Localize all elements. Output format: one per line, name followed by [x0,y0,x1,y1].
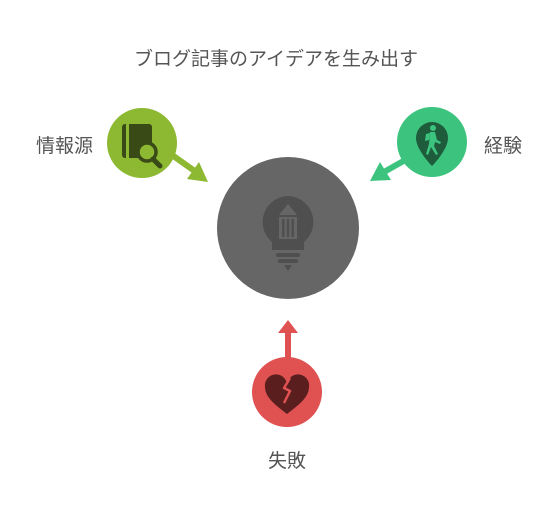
broken-heart-icon [264,374,310,414]
sources-label: 情報源 [36,135,94,157]
hiker-pin-icon [416,122,448,166]
lightbulb-pencil-icon [262,196,314,271]
failure-label: 失敗 [268,450,307,472]
book-search-icon [122,124,163,169]
diagram-title: ブログ記事のアイデアを生み出す [133,48,419,70]
experience-label: 経験 [484,135,523,157]
failure-arrow [278,320,298,360]
